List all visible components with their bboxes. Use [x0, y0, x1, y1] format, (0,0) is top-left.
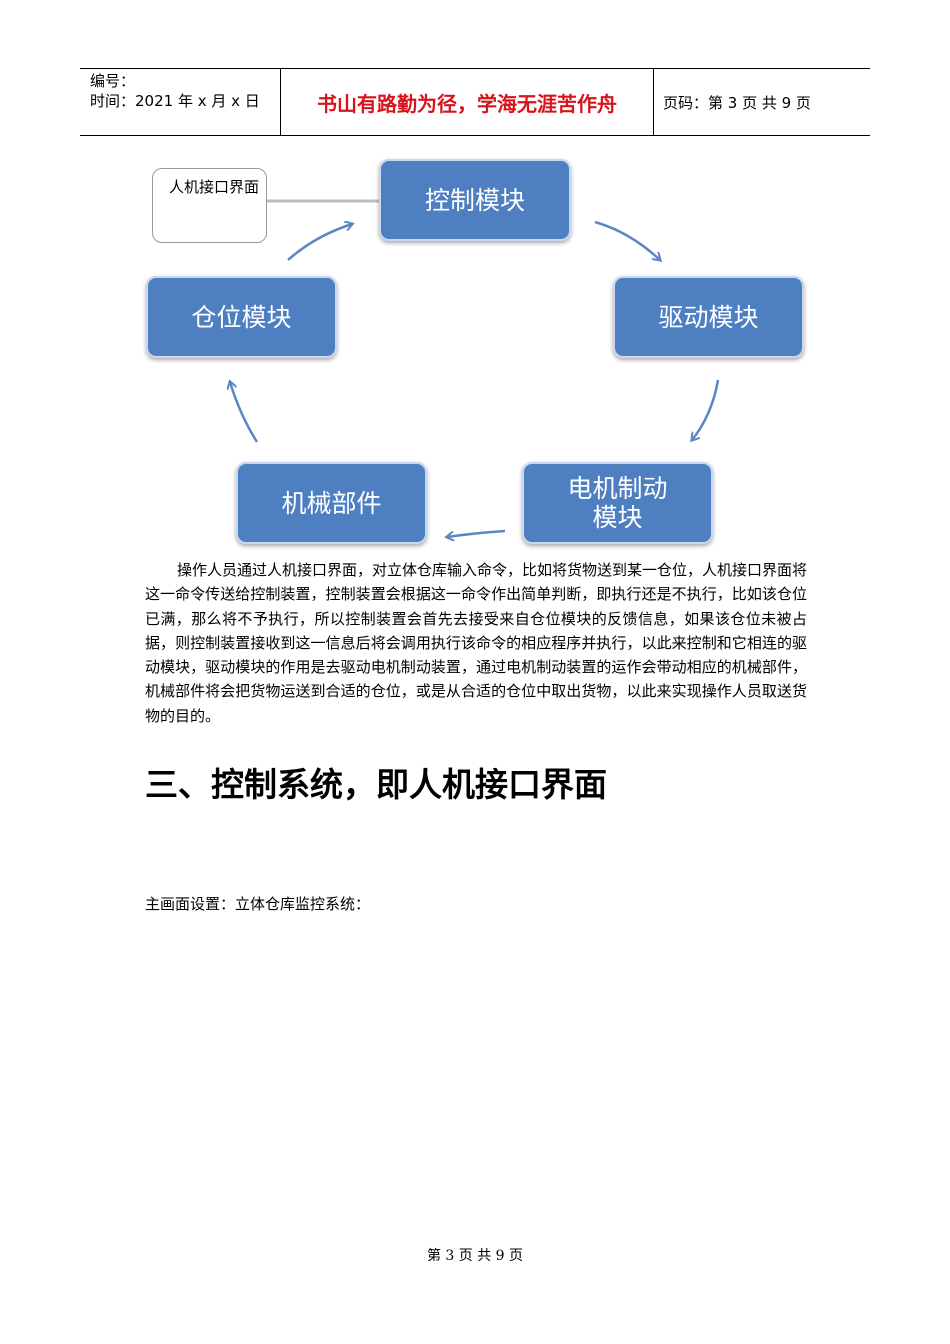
header-page-number: 页码：第 3 页 共 9 页: [663, 93, 811, 112]
arrow-motor-to-mechanical: [447, 529, 506, 537]
motor-brake-label-line1: 电机制动: [567, 474, 668, 503]
mechanical-parts-box: 机械部件: [236, 462, 427, 544]
motor-brake-label-line2: 模块: [592, 503, 643, 532]
arrow-mechanical-to-storage: [230, 382, 259, 443]
hmi-box: 人机接口界面: [152, 168, 267, 243]
drive-module-box: 驱动模块: [613, 276, 804, 358]
arrow-storage-to-control: [287, 224, 352, 261]
document-number-label: 编号：: [90, 72, 136, 90]
storage-module-box: 仓位模块: [146, 276, 337, 358]
diagram-arrows: [0, 199, 720, 560]
mechanical-parts-label: 机械部件: [281, 488, 382, 518]
control-module-box: 控制模块: [379, 159, 571, 241]
storage-module-label: 仓位模块: [191, 302, 292, 332]
arrow-control-to-drive: [594, 220, 660, 260]
module-flow-diagram: 人机接口界面 控制模块 驱动模块 电机制动 模块 机械部件 仓位模块: [0, 0, 950, 560]
header-meta: 编号： 时间：2021 年 x 月 x 日: [80, 69, 281, 135]
main-screen-setting-line: 主画面设置：立体仓库监控系统：: [145, 895, 371, 913]
document-date-label: 时间：2021 年 x 月 x 日: [90, 92, 260, 110]
header-motto: 书山有路勤为径，学海无涯苦作舟: [281, 69, 654, 135]
arrow-drive-to-motor: [692, 379, 720, 440]
control-module-label: 控制模块: [424, 185, 525, 215]
description-paragraph: 操作人员通过人机接口界面，对立体仓库输入命令，比如将货物送到某一仓位，人机接口界…: [145, 561, 808, 725]
page-footer: 第 3 页 共 9 页: [426, 1248, 524, 1264]
motor-brake-module-box: 电机制动 模块: [522, 462, 713, 544]
page-header: 编号： 时间：2021 年 x 月 x 日 书山有路勤为径，学海无涯苦作舟 页码…: [80, 68, 870, 136]
section-title: 三、控制系统，即人机接口界面: [145, 765, 607, 804]
drive-module-label: 驱动模块: [658, 302, 759, 332]
